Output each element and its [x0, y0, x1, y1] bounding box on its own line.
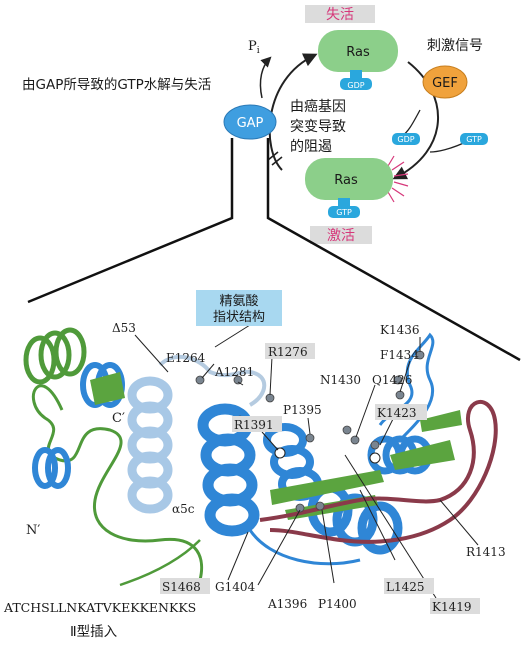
ras-active: GTP Ras [305, 155, 409, 218]
ras-active-label: Ras [334, 173, 358, 188]
blue-loop-lower [248, 529, 361, 566]
label-n1430: N1430 [320, 373, 361, 387]
svg-text:GDP: GDP [347, 81, 364, 90]
inactive-label: 失活 [326, 7, 354, 23]
oncogene-block-label: 由癌基因 突变导致 的阻遏 [290, 98, 346, 155]
leader-lines [134, 324, 479, 599]
label-a1281: A1281 [214, 365, 254, 379]
svg-text:GDP: GDP [397, 135, 414, 144]
label-k1419: K1419 [432, 600, 472, 614]
cycle-arrow-right-down [392, 61, 439, 180]
gef-label: GEF [432, 76, 458, 91]
residue-spheres [195, 350, 425, 513]
svg-text:GTP: GTP [336, 208, 352, 217]
arginine-finger-box [196, 290, 282, 326]
label-a1396: A1396 [267, 597, 307, 611]
active-label-box [310, 226, 372, 244]
label-r1276: R1276 [268, 345, 308, 359]
inactive-label-box [305, 5, 375, 23]
label-a5c: α5c [172, 502, 195, 516]
gdp-out-arrow [401, 109, 421, 137]
zoom-bracket [27, 138, 521, 362]
green-helix-left [23, 327, 87, 385]
label-q1426: Q1426 [372, 373, 412, 387]
green-coil [31, 384, 204, 581]
svg-text:指状结构: 指状结构 [213, 310, 265, 325]
svg-text:的阻遏: 的阻遏 [290, 139, 332, 155]
insert-sequence: ATCHSLLNKATVKEKKENKKS [3, 600, 196, 615]
pale-loop [158, 355, 267, 407]
pale-helix-a5c [127, 376, 173, 514]
gap-node: GAP [223, 104, 277, 140]
label-n-term: N′ [26, 523, 40, 538]
label-d53: Δ53 [112, 321, 136, 335]
label-c-term: C′ [112, 411, 125, 426]
gdp-free-badge: GDP [392, 133, 420, 145]
label-p1395: P1395 [283, 403, 322, 417]
gdp-badge-inactive [340, 78, 372, 90]
maroon-loop [259, 399, 498, 544]
label-k1436: K1436 [380, 323, 420, 337]
green-strand-left [90, 372, 125, 405]
active-site-marker [274, 447, 286, 459]
gap-hydrolysis-label: 由GAP所导致的GTP水解与失活 [22, 77, 211, 93]
gap-structure: 精氨酸 指状结构 Δ53 E1264 A1281 R1276 R1391 K14… [3, 290, 506, 640]
gtp-badge-active [328, 206, 360, 218]
svg-text:精氨酸: 精氨酸 [219, 294, 258, 309]
blue-loop-top-right [378, 332, 435, 442]
arginine-finger-label: 精氨酸 指状结构 [213, 294, 265, 325]
gef-node: GEF [422, 65, 468, 99]
label-g1404: G1404 [215, 580, 255, 594]
gtp-free-badge: GTP [460, 133, 488, 145]
insert-type-label: Ⅱ型插入 [70, 624, 118, 640]
ras-inactive-label: Ras [346, 45, 370, 60]
gtpase-cycle: 失活 GDP Ras 刺激信号 GEF GDP GTP [22, 5, 521, 362]
svg-text:GTP: GTP [466, 135, 482, 144]
svg-text:由癌基因: 由癌基因 [290, 98, 346, 115]
label-l1425: L1425 [386, 580, 425, 594]
svg-text:突变导致: 突变导致 [290, 119, 346, 135]
pi-label: Pi [248, 39, 260, 56]
block-mark [267, 151, 283, 166]
label-r1413: R1413 [466, 545, 506, 559]
label-r1391: R1391 [234, 418, 274, 432]
active-site-marker-2 [369, 452, 381, 464]
gap-label: GAP [237, 116, 264, 131]
green-tail [119, 539, 201, 587]
label-f1434: F1434 [380, 348, 419, 362]
label-k1423: K1423 [377, 406, 417, 420]
green-strands [270, 410, 462, 520]
stimulus-label: 刺激信号 [427, 37, 483, 54]
ras-inactive: GDP Ras [318, 30, 398, 90]
pi-release-arrow [259, 56, 272, 99]
blue-helix-center [197, 403, 260, 537]
label-s1468: S1468 [162, 580, 201, 594]
label-p1400: P1400 [318, 597, 357, 611]
active-label: 激活 [327, 227, 355, 244]
residue-labels: Δ53 E1264 A1281 R1276 R1391 K1436 F1434 … [26, 321, 506, 614]
label-e1264: E1264 [166, 351, 206, 365]
